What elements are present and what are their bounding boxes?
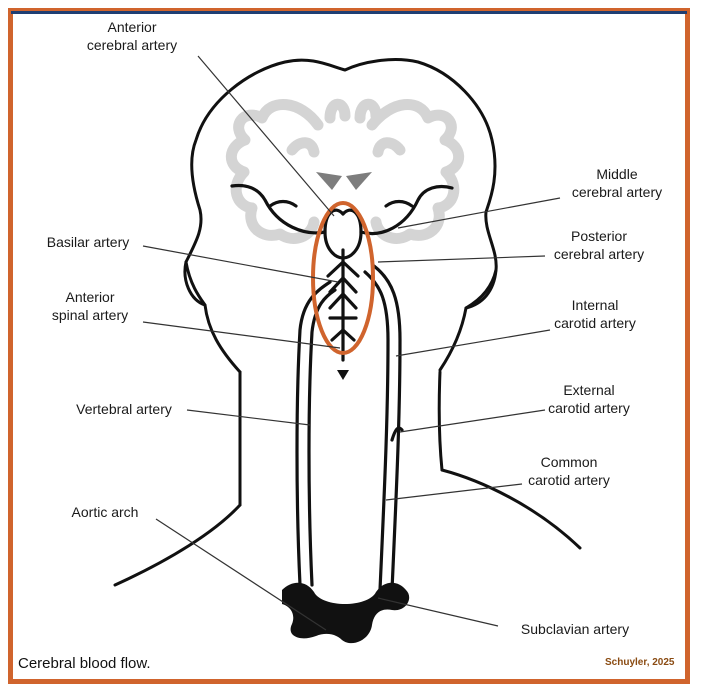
aortic-arch-shape [282, 582, 410, 644]
figure-caption: Cerebral blood flow. [18, 655, 151, 672]
figure-credit: Schuyler, 2025 [605, 657, 675, 668]
ventricle-left [316, 172, 342, 190]
spinal-arrow [337, 370, 349, 380]
ventricle-right [346, 172, 372, 190]
leader-lines [142, 55, 561, 631]
figure-frame [8, 8, 690, 684]
label-basilar-artery: Basilar artery [46, 234, 130, 250]
circle-of-willis-highlight [311, 201, 375, 355]
label-aortic-arch: Aortic arch [71, 504, 139, 520]
arteries [230, 183, 454, 592]
brain-outline [225, 98, 465, 244]
label-subclavian-artery: Subclavian artery [520, 621, 630, 637]
label-vertebral-artery: Vertebral artery [76, 401, 172, 417]
head-outline [113, 58, 582, 587]
header-rule [11, 11, 687, 14]
